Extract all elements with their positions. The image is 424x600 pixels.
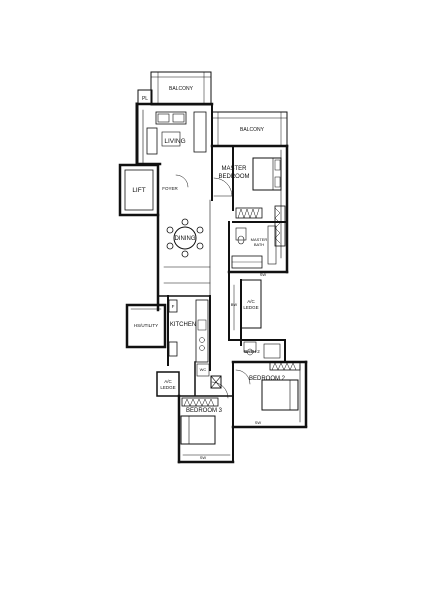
label-pl: PL	[142, 96, 148, 102]
label-f: F	[172, 304, 175, 309]
ac-ledge-left	[156, 371, 180, 397]
label-bedroom3: BEDROOM 3	[186, 408, 223, 414]
wc	[194, 361, 222, 396]
label-bedroom2: BEDROOM 2	[249, 376, 286, 382]
label-sw-bed3: SW	[200, 455, 207, 460]
bedroom-2	[231, 360, 308, 429]
living-room	[135, 102, 214, 166]
label-master-bath-2: BATH	[254, 242, 264, 247]
ac-ledge-right	[228, 271, 262, 346]
bath-2	[228, 339, 286, 363]
label-sw-master: SW	[260, 272, 267, 277]
label-wc: WC	[200, 367, 207, 372]
label-ac-ledge-right-1: A/C	[247, 299, 255, 304]
label-living: LIVING	[164, 138, 185, 145]
label-ac-ledge-left-2: LEDGE	[160, 385, 175, 390]
balcony-right	[211, 111, 288, 147]
master-bedroom	[210, 144, 289, 274]
bedroom-3	[177, 381, 235, 464]
label-ac-ledge-left-1: A/C	[164, 379, 172, 384]
label-dining: DINING	[175, 236, 196, 242]
label-kitchen: KITCHEN	[170, 322, 196, 328]
dining-area	[156, 199, 211, 312]
label-sw-bed2: SW	[255, 420, 262, 425]
label-balcony-right: BALCONY	[240, 127, 265, 133]
label-hs-utility: HS/UTILITY	[134, 323, 158, 328]
label-bw: BW	[231, 302, 238, 307]
label-ac-ledge-right-2: LEDGE	[243, 305, 258, 310]
label-foyer: FOYER	[162, 186, 178, 191]
label-balcony-top: BALCONY	[169, 86, 194, 92]
hs-utility	[125, 303, 167, 349]
label-master-bath-1: MASTER	[251, 237, 268, 242]
label-lift: LIFT	[132, 187, 145, 194]
label-master-bedroom-1: MASTER	[221, 166, 247, 172]
lift-lobby	[118, 162, 189, 217]
label-bath2: BATH 2	[244, 349, 260, 354]
master-bath	[227, 221, 289, 274]
kitchen	[157, 295, 211, 371]
label-master-bedroom-2: BEDROOM	[218, 174, 249, 180]
